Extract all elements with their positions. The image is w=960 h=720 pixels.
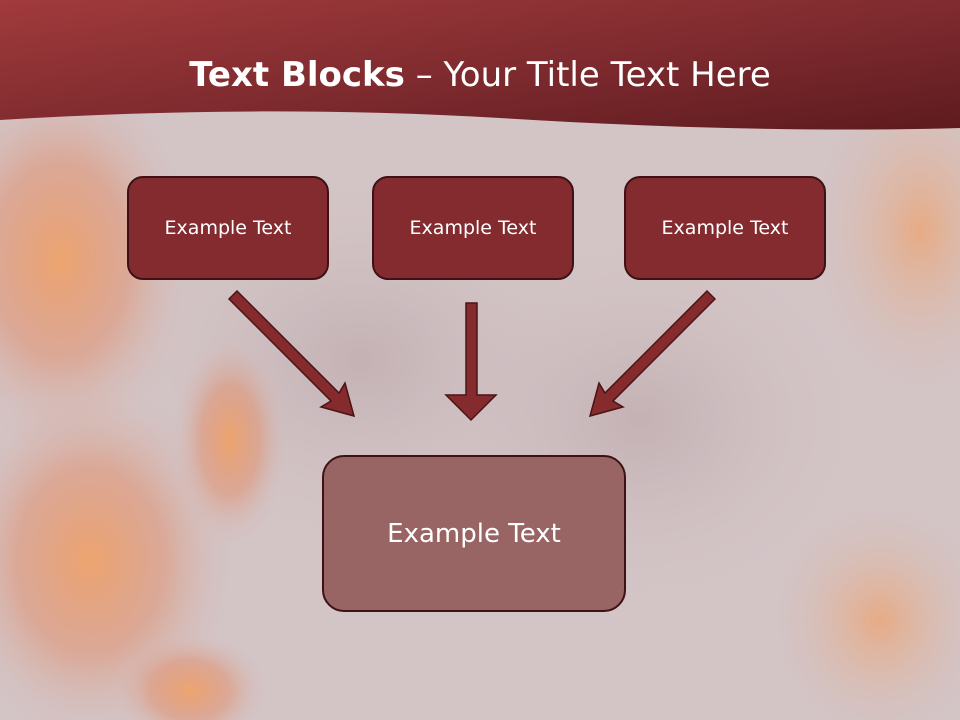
title-bold-text: Text Blocks <box>189 55 405 95</box>
slide-title: Text Blocks – Your Title Text Here <box>0 50 960 100</box>
text-block-result: Example Text <box>322 455 626 612</box>
text-block-1: Example Text <box>127 176 329 280</box>
title-rest-text: Your Title Text Here <box>443 55 771 95</box>
text-block-result-label: Example Text <box>387 518 561 549</box>
title-banner <box>0 0 960 130</box>
text-block-2: Example Text <box>372 176 574 280</box>
title-separator: – <box>404 55 444 95</box>
text-block-2-label: Example Text <box>409 217 537 239</box>
text-block-3: Example Text <box>624 176 826 280</box>
text-block-1-label: Example Text <box>164 217 292 239</box>
text-block-3-label: Example Text <box>661 217 789 239</box>
